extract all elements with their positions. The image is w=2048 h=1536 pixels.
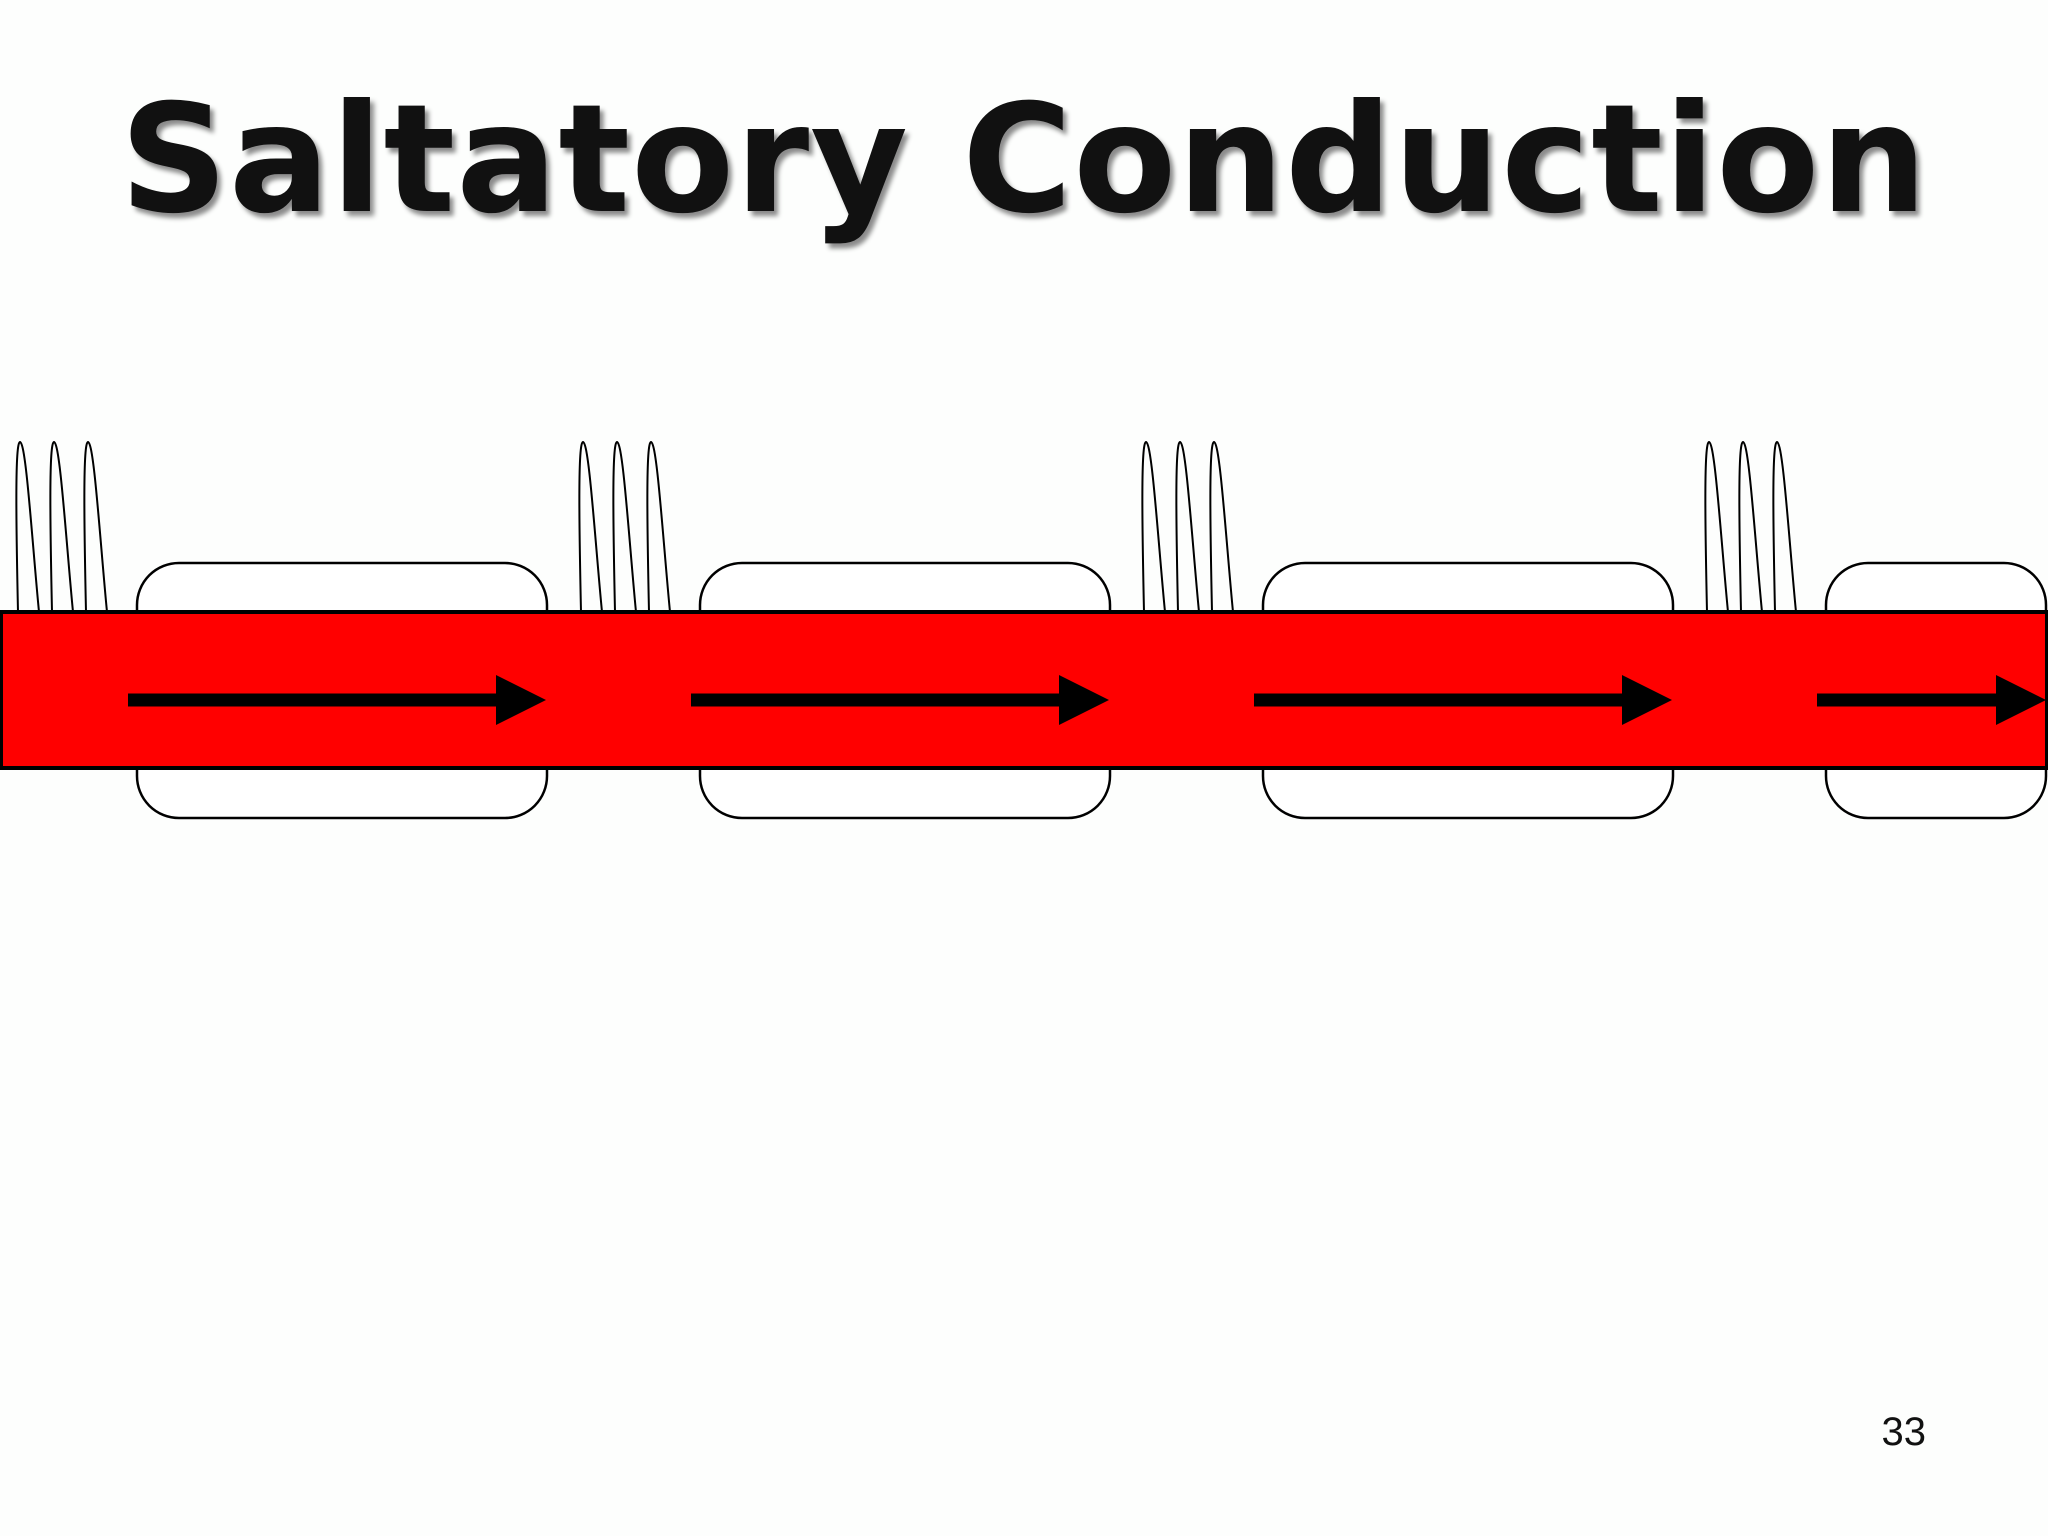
conduction-arrow-head-4 — [1996, 675, 2046, 725]
action-potential-spike — [1175, 440, 1200, 613]
action-potential-spike — [49, 440, 74, 613]
action-potential-spike — [1209, 440, 1234, 613]
action-potential-spike — [612, 440, 637, 613]
conduction-arrow-head-1 — [496, 675, 546, 725]
action-potential-spike — [578, 440, 603, 613]
action-potential-spike — [1738, 440, 1763, 613]
action-potential-spike — [1704, 440, 1729, 613]
slide-title: Saltatory Conduction — [119, 73, 1929, 247]
action-potential-spike — [1141, 440, 1166, 613]
action-potential-spike — [1772, 440, 1797, 613]
axon-layer — [0, 610, 2048, 770]
page-number: 33 — [1881, 1410, 1927, 1454]
conduction-arrow-head-3 — [1622, 675, 1672, 725]
action-potential-spike — [83, 440, 108, 613]
conduction-arrow-head-2 — [1059, 675, 1109, 725]
axon — [0, 610, 2048, 770]
action-potential-layer — [15, 440, 1797, 613]
action-potential-spike — [15, 440, 40, 613]
action-potential-spike — [646, 440, 671, 613]
conduction-arrow-layer — [128, 675, 2046, 725]
